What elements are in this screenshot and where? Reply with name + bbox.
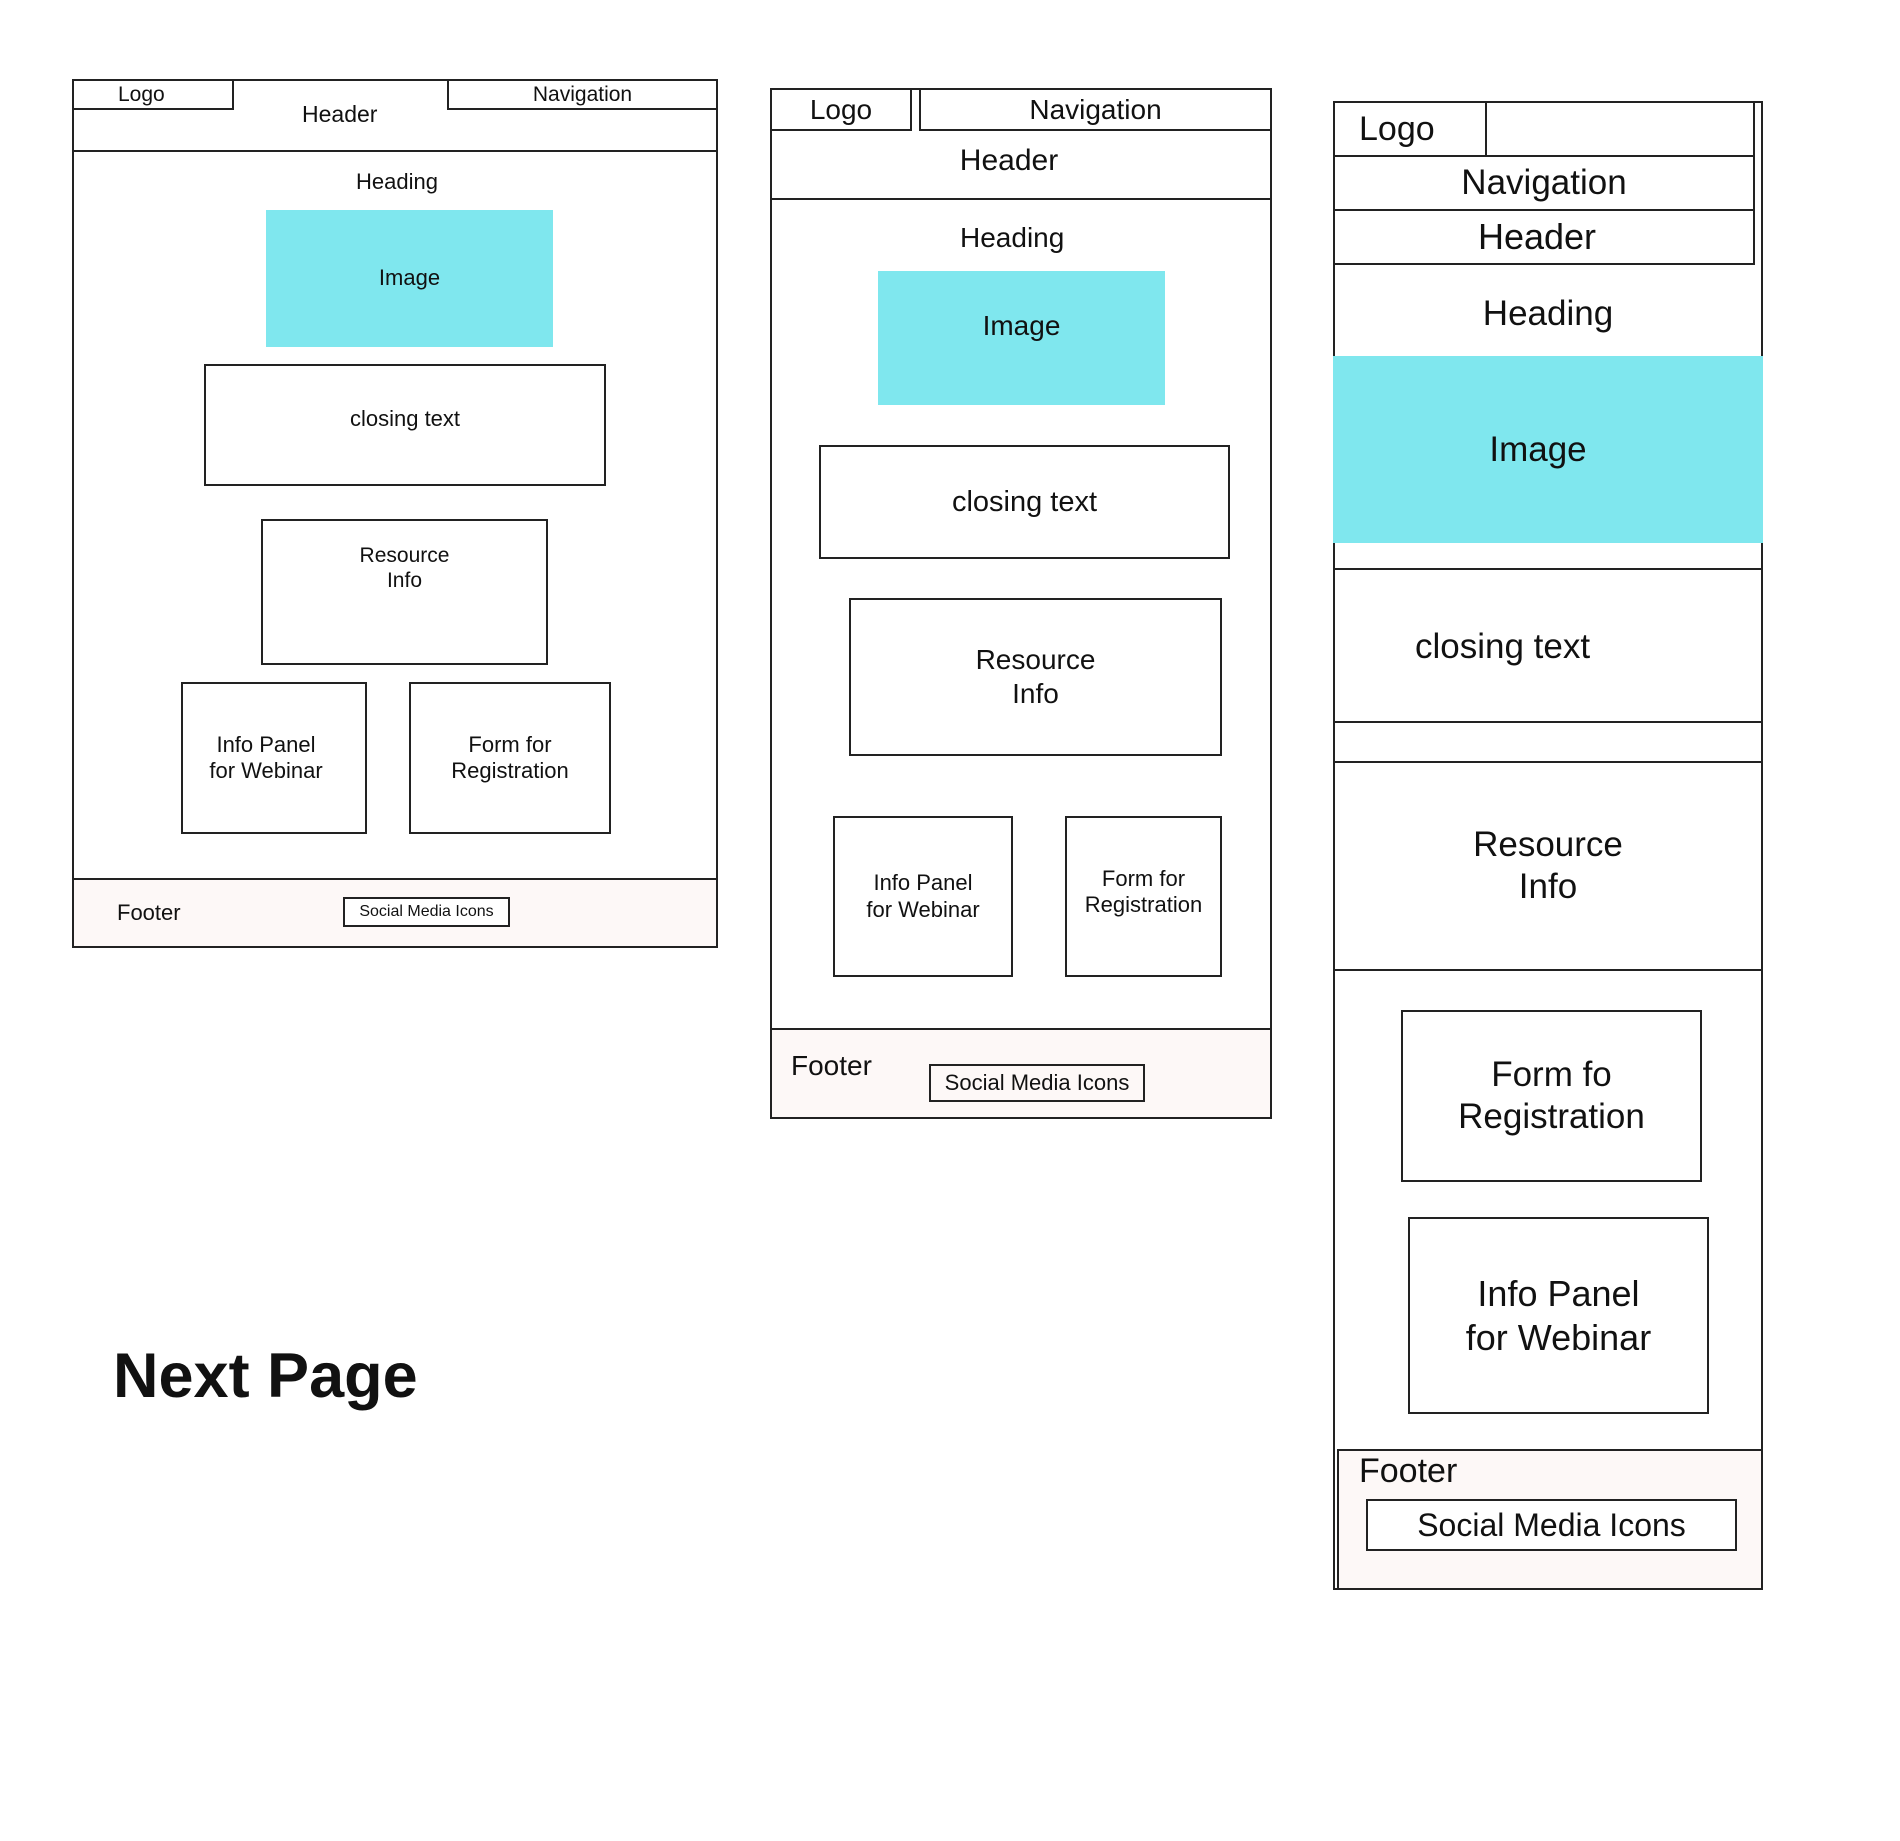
- desktop-info-panel: Info Panel for Webinar: [181, 682, 367, 834]
- tablet-resource-info: Resource Info: [849, 598, 1222, 756]
- tablet-info-panel: Info Panel for Webinar: [833, 816, 1013, 977]
- tablet-social-media-icons: Social Media Icons: [929, 1064, 1145, 1102]
- mobile-closing-text: closing text: [1415, 627, 1591, 666]
- mobile-footer: Footer: [1359, 1452, 1458, 1490]
- mobile-logo-row-frame: [1333, 101, 1755, 157]
- mobile-navigation: Navigation: [1333, 155, 1755, 211]
- mobile-social-media-icons: Social Media Icons: [1366, 1499, 1737, 1551]
- tablet-closing-text: closing text: [819, 445, 1230, 559]
- desktop-logo: Logo: [72, 79, 234, 110]
- mobile-info-panel: Info Panel for Webinar: [1408, 1217, 1709, 1414]
- tablet-footer-band: [770, 1028, 1272, 1119]
- tablet-footer: Footer: [791, 1050, 872, 1081]
- mobile-heading: Heading: [1482, 294, 1614, 333]
- tablet-form: Form for Registration: [1065, 816, 1222, 977]
- tablet-image: Image: [878, 271, 1165, 405]
- tablet-logo: Logo: [770, 88, 912, 131]
- desktop-resource-info: Resource Info: [261, 519, 548, 665]
- tablet-navigation: Navigation: [919, 88, 1272, 131]
- tablet-heading: Heading: [960, 222, 1065, 253]
- desktop-heading: Heading: [356, 169, 438, 194]
- desktop-footer: Footer: [117, 900, 181, 925]
- mobile-resource-info: Resource Info: [1333, 761, 1763, 971]
- tablet-header: Header: [959, 144, 1059, 177]
- mobile-image: Image: [1333, 356, 1763, 543]
- desktop-header-band: [72, 79, 718, 152]
- desktop-image: Image: [266, 210, 553, 347]
- desktop-navigation: Navigation: [447, 79, 718, 110]
- mobile-closing-text-frame: [1333, 568, 1763, 723]
- desktop-form: Form for Registration: [409, 682, 611, 834]
- tablet-header-band: [770, 88, 1272, 200]
- next-page-label: Next Page: [113, 1341, 418, 1411]
- mobile-header: Header: [1333, 209, 1755, 265]
- mobile-form: Form fo Registration: [1401, 1010, 1702, 1182]
- desktop-header: Header: [302, 101, 378, 127]
- desktop-social-media-icons: Social Media Icons: [343, 897, 510, 927]
- desktop-closing-text: closing text: [204, 364, 606, 486]
